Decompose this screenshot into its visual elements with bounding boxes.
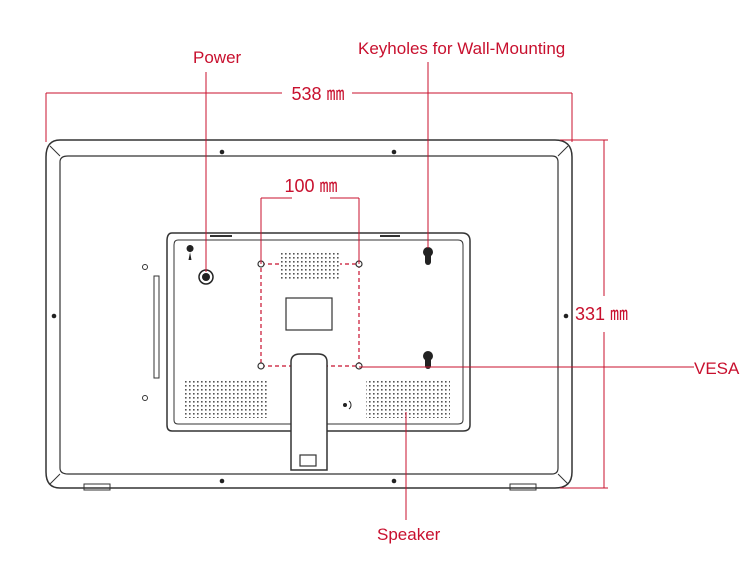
top-vent-grille [280, 252, 340, 280]
keyhole-top [423, 247, 433, 265]
stand [290, 353, 328, 471]
monitor-frame [45, 139, 573, 489]
speaker-grille-left [184, 380, 268, 418]
side-button-strip [142, 264, 160, 401]
vesa-dimension-line [260, 197, 360, 264]
vesa-dimension-label: 100 ㎜ [284, 176, 337, 196]
audio-jack-icon [343, 400, 352, 410]
speaker-label: Speaker [377, 525, 441, 544]
rear-panel [166, 232, 471, 432]
keyholes-label: Keyholes for Wall-Mounting [358, 39, 566, 58]
width-dimension-label: 538 ㎜ [291, 84, 344, 104]
label-plate [285, 297, 333, 331]
power-button [198, 269, 214, 285]
width-dimension-line [45, 92, 573, 142]
speaker-grille-right [366, 380, 450, 418]
bottom-slots [83, 483, 537, 491]
vesa-label: VESA [694, 359, 740, 378]
vesa-holes [257, 260, 363, 370]
keyhole-bottom [423, 351, 433, 369]
height-dimension-line [560, 139, 608, 489]
power-label: Power [193, 48, 242, 67]
keyhole-small-left [186, 245, 194, 260]
frame-screws [51, 149, 569, 484]
height-dimension-label: 331 ㎜ [575, 304, 628, 324]
